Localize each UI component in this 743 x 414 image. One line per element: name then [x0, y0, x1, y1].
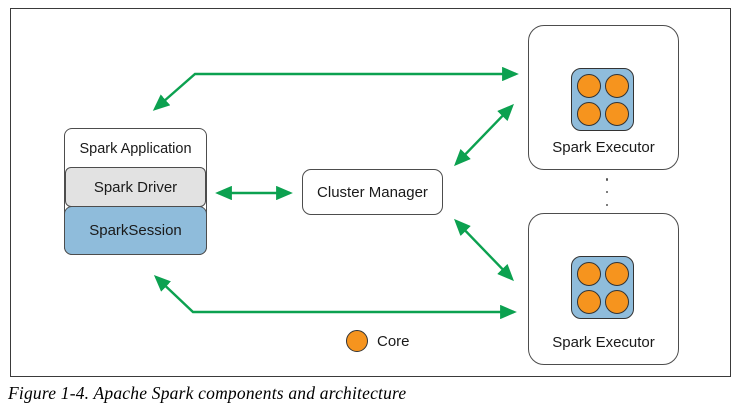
core-icon [576, 261, 601, 286]
cluster-manager-box: Cluster Manager [302, 169, 443, 215]
core-icon [604, 261, 629, 286]
spark-executor-top-box: Spark Executor [528, 25, 679, 170]
more-executors-ellipsis-icon [605, 178, 609, 206]
spark-driver-box: Spark Driver [65, 167, 206, 207]
core-block-icon [571, 68, 634, 131]
spark-executor-bottom-label: Spark Executor [552, 334, 655, 351]
core-block-icon [571, 256, 634, 319]
spark-session-box: SparkSession [64, 206, 207, 255]
core-icon [604, 289, 629, 314]
core-icon [576, 73, 601, 98]
spark-executor-top-label: Spark Executor [552, 139, 655, 156]
core-legend-label: Core [377, 332, 410, 350]
spark-driver-label: Spark Driver [93, 178, 178, 196]
core-icon [576, 101, 601, 126]
legend: Core [346, 330, 410, 352]
spark-executor-bottom-box: Spark Executor [528, 213, 679, 365]
spark-application-label: Spark Application [79, 141, 192, 157]
core-icon [604, 101, 629, 126]
core-icon [576, 289, 601, 314]
spark-session-label: SparkSession [89, 222, 182, 239]
figure-caption: Figure 1-4. Apache Spark components and … [8, 383, 407, 403]
core-icon [604, 73, 629, 98]
core-legend-icon [346, 330, 368, 352]
cluster-manager-label: Cluster Manager [317, 183, 428, 201]
